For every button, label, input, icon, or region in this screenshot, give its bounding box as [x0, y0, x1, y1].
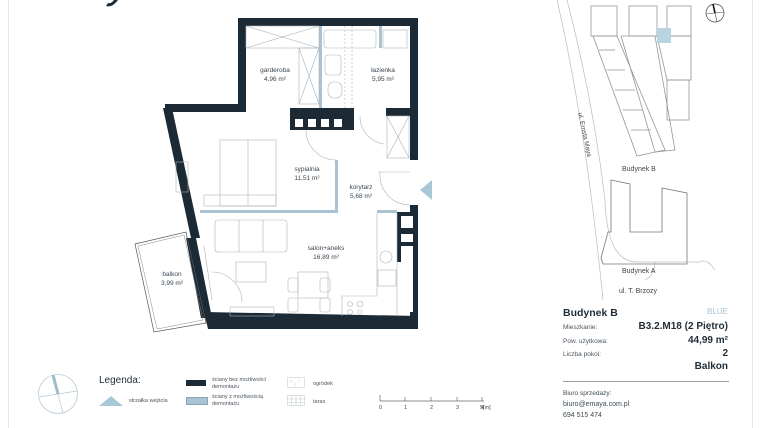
- panel-divider: [752, 0, 753, 428]
- apartment-label: Mieszkanie:: [563, 324, 598, 331]
- info-separator: [563, 381, 729, 382]
- legend-garden: ogródek: [313, 381, 333, 387]
- apartment-value: B3.2.M18 (2 Piętro): [638, 321, 728, 332]
- compass-icon: [38, 374, 78, 414]
- scale-tick-1: 1: [404, 405, 408, 411]
- building-a-outline: [600, 179, 688, 265]
- sales-email-link[interactable]: biuro@emaya.com.pl: [563, 401, 630, 408]
- logo-fragment-icon: [106, 0, 118, 7]
- variant-badge: BLUE: [707, 307, 728, 316]
- sales-office-label: Biuro sprzedaży:: [563, 390, 612, 397]
- apartment-highlight: [657, 28, 671, 43]
- scale-tick-0: 0: [379, 405, 383, 411]
- removable-walls: [200, 26, 397, 213]
- street-label-bottom: ul. T. Brzozy: [619, 288, 657, 295]
- terrace-swatch: [287, 395, 305, 406]
- compass-icon: [705, 3, 725, 23]
- floor-plan: [134, 18, 432, 333]
- building-name: Budynek B: [563, 307, 618, 319]
- rooms-label: Liczba pokoi:: [563, 351, 601, 358]
- legend-entry-arrow: strzałka wejścia: [129, 398, 168, 404]
- removable-wall-swatch: [186, 397, 208, 405]
- scale-bar: [379, 395, 484, 402]
- fixtures: [134, 25, 411, 333]
- scale-tick-3: 3: [456, 405, 460, 411]
- site-plan: [556, 0, 716, 300]
- extra-feature: Balkon: [694, 361, 728, 372]
- rooms-value: 2: [722, 348, 728, 359]
- legend-title: Legenda:: [99, 375, 141, 386]
- legend-removable-wall: ściany z możliwością demontażu: [212, 394, 264, 407]
- legend-fixed-wall: ściany bez możliwości demontażu: [212, 377, 267, 390]
- site-label-building-a: Budynek A: [622, 268, 656, 275]
- scale-tick-4: 4: [481, 405, 485, 411]
- area-label: Pow. użytkowa:: [563, 338, 608, 345]
- area-value: 44,99 m²: [687, 335, 728, 346]
- scale-tick-5-label: 5[m]: [480, 405, 491, 411]
- scale-tick-2: 2: [430, 405, 434, 411]
- entry-arrow-icon: [99, 396, 123, 406]
- fixed-wall-swatch: [186, 380, 206, 386]
- entry-arrow-icon: [420, 180, 432, 200]
- site-label-building-b: Budynek B: [622, 166, 656, 173]
- garden-swatch: [287, 377, 305, 388]
- panel-divider: [8, 0, 9, 428]
- legend-terrace: taras: [313, 399, 326, 405]
- sales-phone: 694 515 474: [563, 412, 602, 419]
